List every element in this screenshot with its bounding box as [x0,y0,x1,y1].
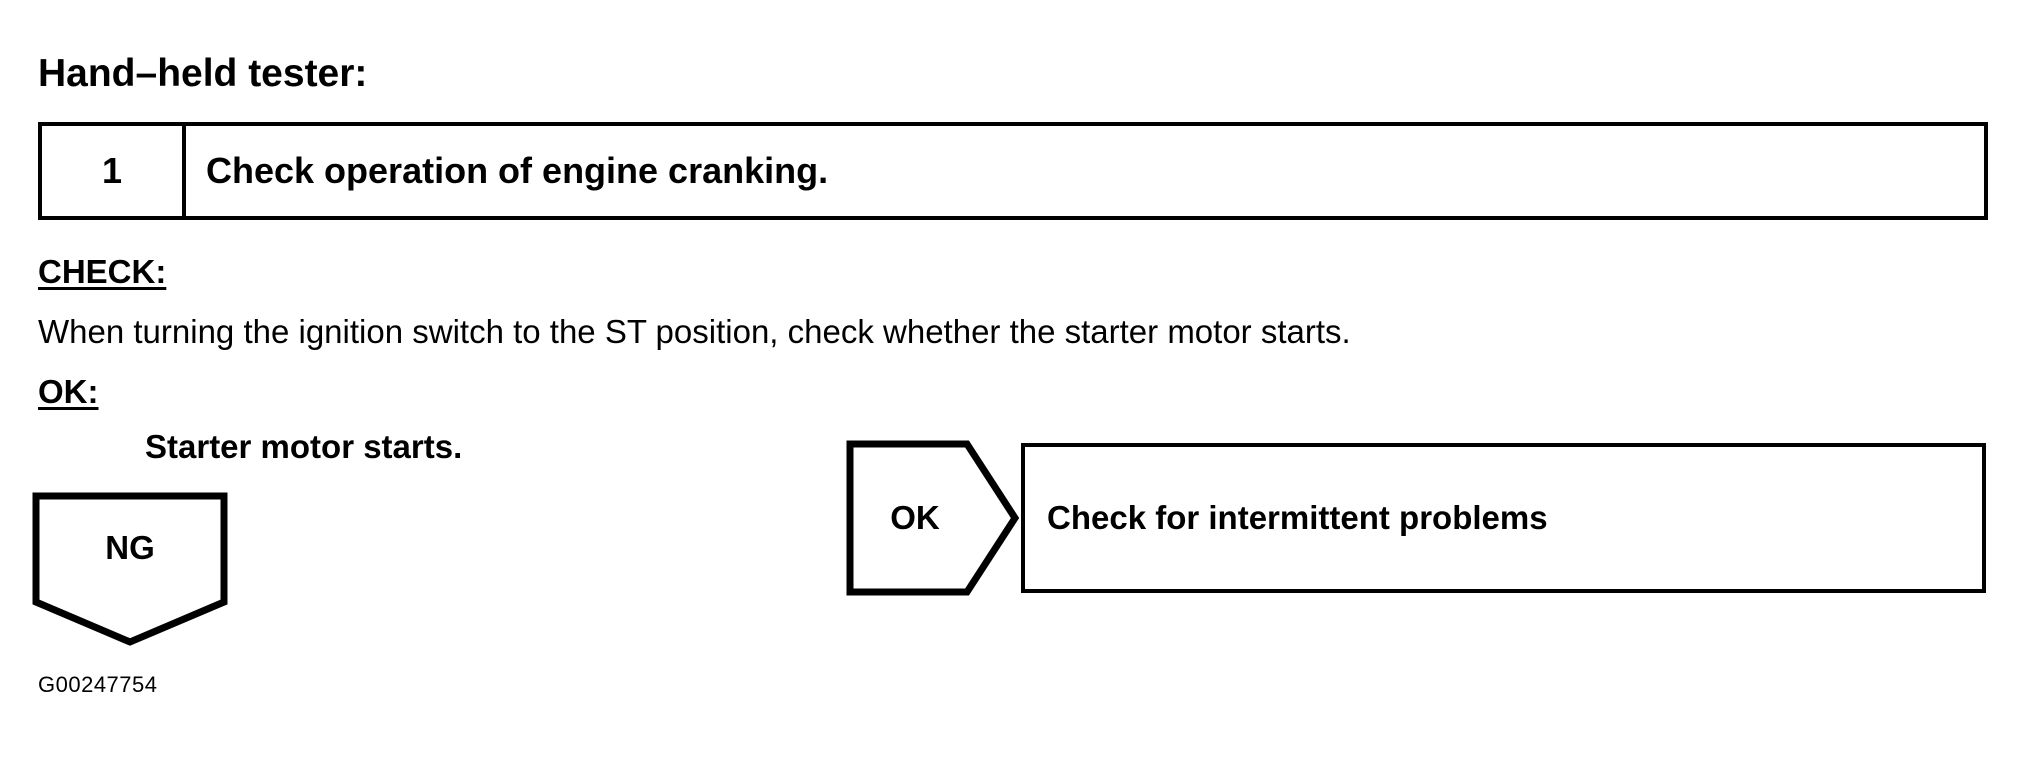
step-table: 1 Check operation of engine cranking. [38,122,1988,220]
figure-id: G00247754 [38,672,158,697]
check-description: When turning the ignition switch to the … [38,313,1351,350]
ok-label: OK: [38,373,99,410]
check-label: CHECK: [38,253,167,290]
ok-criteria-text: Starter motor starts. [145,428,463,465]
step-number-cell: 1 [38,126,186,216]
pentagon-right-icon [846,440,1020,596]
ng-connector [30,490,230,650]
ok-result-text: Check for intermittent problems [1047,499,1548,536]
table-row: 1 Check operation of engine cranking. [38,126,1988,220]
step-description-cell: Check operation of engine cranking. [186,126,1988,216]
page-title: Hand–held tester: [38,52,368,95]
pentagon-down-icon [32,492,228,646]
ok-connector [845,439,1020,599]
step-number: 1 [101,150,123,191]
ok-result-box: Check for intermittent problems [1021,443,1986,593]
step-description: Check operation of engine cranking. [206,150,829,191]
